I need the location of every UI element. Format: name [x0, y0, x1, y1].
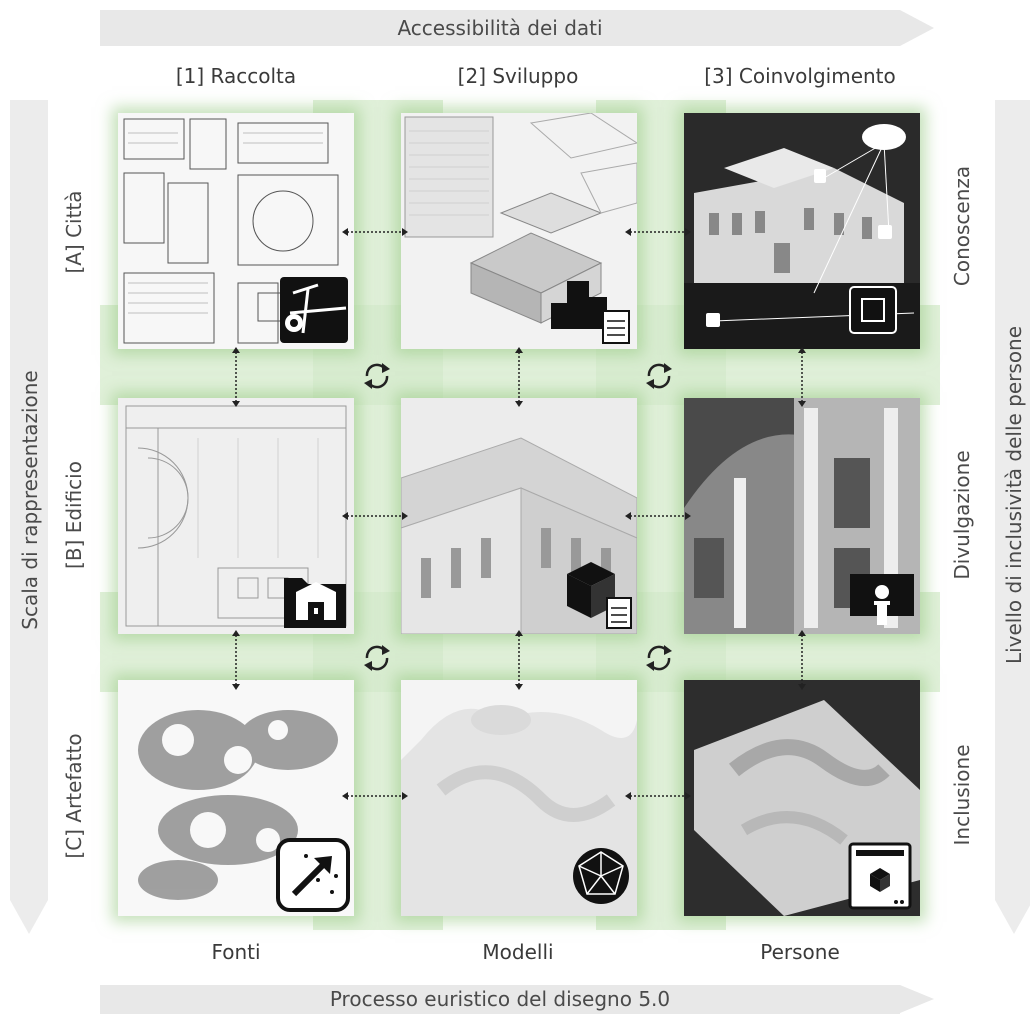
connector-b2-c2: [515, 630, 523, 690]
column-header-2: [2] Sviluppo: [457, 64, 579, 88]
column-footer-3: Persone: [760, 940, 840, 964]
connector-a3-b3: [798, 347, 806, 407]
bottom-axis-arrow-tip: [900, 985, 934, 1013]
top-axis-label: Accessibilità dei dati: [397, 16, 603, 40]
tile-c1-point-cloud: [118, 680, 354, 916]
point-cloud-drawing: [118, 680, 354, 916]
right-axis-arrow: [995, 100, 1030, 934]
cycle-icon-2: [646, 363, 672, 389]
row-label-left-c: [C] Artefatto: [62, 733, 86, 859]
top-axis-arrow: Accessibilità dei dati: [100, 10, 934, 46]
city-map-icon: [280, 277, 348, 343]
city-buildings-document-icon: [551, 281, 630, 344]
mesh-sphere-icon: [573, 848, 629, 904]
urban-model-drawing: [401, 113, 637, 349]
connector-b2-b3: [625, 512, 691, 520]
mesh-model-drawing: [401, 680, 637, 916]
bottom-axis-arrow: Processo euristico del disegno 5.0: [100, 985, 934, 1014]
tile-a2-urban-model: [401, 113, 637, 349]
connector-c1-c2: [342, 792, 408, 800]
connector-a2-a3: [625, 228, 691, 236]
left-axis-label: Scala di rappresentazione: [18, 370, 42, 630]
tile-b3-vr-facade: [684, 398, 920, 634]
row-label-left-a: [A] Città: [62, 190, 86, 274]
tile-c3-3d-print: [684, 680, 920, 916]
connector-c2-c3: [625, 792, 691, 800]
row-label-right-b: Divulgazione: [950, 450, 974, 580]
cycle-icon-3: [364, 645, 390, 671]
right-axis-arrow-tip: [995, 900, 1030, 934]
right-axis-label: Livello di inclusività delle persone: [1002, 325, 1026, 665]
connector-b1-b2: [342, 512, 408, 520]
tile-a1-city-map: [118, 113, 354, 349]
vr-facade-drawing: [684, 398, 920, 634]
left-axis-arrow-tip: [10, 900, 48, 934]
connector-a1-a2: [342, 228, 408, 236]
row-label-right-c: Inclusione: [950, 744, 974, 846]
column-header-3: [3] Coinvolgimento: [704, 64, 896, 88]
tile-c2-mesh-model: [401, 680, 637, 916]
connector-b3-c3: [798, 630, 806, 690]
vr-user-icon: [850, 574, 914, 625]
connector-a2-b2: [515, 347, 523, 407]
cycle-icon-1: [364, 363, 390, 389]
column-footer-1: Fonti: [211, 940, 261, 964]
connector-b1-c1: [232, 630, 240, 690]
building-folder-icon: [284, 578, 346, 628]
tile-b2-building-model: [401, 398, 637, 634]
point-cloud-arrow-icon: [276, 838, 350, 912]
connector-a1-b1: [232, 347, 240, 407]
tile-b1-plan-drawing: [118, 398, 354, 634]
column-header-1: [1] Raccolta: [175, 64, 297, 88]
building-model-drawing: [401, 398, 637, 634]
top-axis-arrow-tip: [900, 10, 934, 46]
city-map-drawing: [118, 113, 354, 349]
left-axis-arrow: [10, 100, 48, 934]
row-label-right-a: Conoscenza: [950, 165, 974, 287]
iot-building-drawing: [684, 113, 920, 349]
3d-print-drawing: [684, 680, 920, 916]
plan-drawing: [118, 398, 354, 634]
column-footer-2: Modelli: [482, 940, 554, 964]
bottom-axis-label: Processo euristico del disegno 5.0: [329, 987, 671, 1011]
cycle-icon-4: [646, 645, 672, 671]
tile-a3-iot-building: [684, 113, 920, 349]
3d-printer-icon: [848, 842, 912, 910]
iot-cloud-chip-icon: [706, 124, 906, 334]
row-label-left-b: [B] Edificio: [62, 461, 86, 569]
cube-document-icon: [567, 562, 632, 629]
